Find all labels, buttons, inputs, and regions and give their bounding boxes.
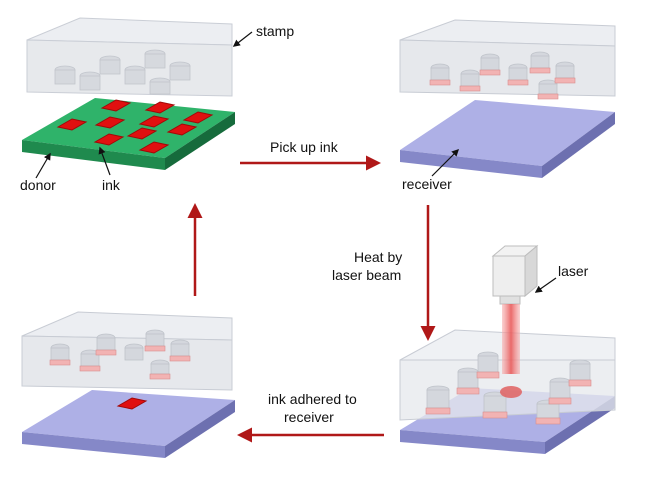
- laser-head: [491, 244, 539, 305]
- ink-label: ink: [102, 177, 121, 193]
- pick-up-ink-label: Pick up ink: [270, 139, 339, 155]
- stamp-block: [26, 17, 233, 97]
- laser-spot: [500, 386, 522, 398]
- panel-ink-adhered: [21, 311, 235, 458]
- laser-callout-arrow: [534, 277, 557, 293]
- panel-stamp-receiver: receiver: [399, 19, 616, 192]
- process-arrows: [187, 155, 436, 443]
- receiver-slab-top: [400, 100, 615, 178]
- stamp-block-lifted: [21, 311, 233, 391]
- donor-callout-arrow: [35, 152, 51, 179]
- panel-laser-heating: laser: [399, 244, 616, 454]
- panel-stamp-donor: stamp donor ink: [20, 17, 294, 193]
- adhered-label-line1: ink adhered to: [268, 391, 357, 407]
- ink-callout-arrow: [98, 146, 111, 176]
- heat-label-line2: laser beam: [332, 267, 401, 283]
- receiver-slab-adhered: [22, 390, 235, 458]
- adhered-ink-square: [116, 397, 148, 410]
- stamp-label: stamp: [256, 23, 294, 39]
- receiver-callout-arrow: [431, 148, 460, 177]
- receiver-label-top: receiver: [402, 176, 452, 192]
- ink-squares: [56, 99, 214, 154]
- stamp-callout-arrow: [232, 31, 253, 47]
- donor-slab: [22, 98, 235, 170]
- laser-label: laser: [558, 263, 589, 279]
- laser-beam: [502, 304, 520, 374]
- heat-label-line1: Heat by: [354, 249, 402, 265]
- stamp-block-inked: [399, 19, 616, 100]
- donor-label: donor: [20, 177, 56, 193]
- adhered-label-line2: receiver: [284, 409, 334, 425]
- stamp-block-laser: [399, 329, 616, 425]
